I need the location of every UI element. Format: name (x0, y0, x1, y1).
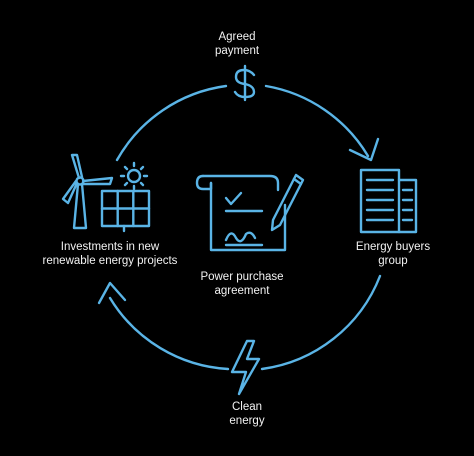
office-building-icon (359, 168, 418, 234)
ppa-label: Power purchase agreement (200, 271, 284, 297)
solar-panel-icon (100, 189, 151, 233)
sun-icon (119, 161, 149, 191)
arrowhead-right (348, 137, 380, 162)
clean-energy-label: Clean energy (229, 401, 265, 427)
signed-contract-icon (195, 173, 305, 252)
arc-left-to-payment (115, 84, 228, 162)
arrowhead-left (97, 281, 127, 305)
wind-turbine-icon (61, 153, 114, 230)
payment-label: Agreed payment (214, 31, 260, 57)
investments-label: Investments in new renewable energy proj… (42, 241, 178, 267)
lightning-bolt-icon (230, 339, 261, 396)
dollar-icon (233, 64, 256, 102)
arc-buyers-to-clean (260, 274, 382, 371)
buyers-label: Energy buyers group (355, 241, 431, 267)
arc-payment-to-buyers (264, 84, 370, 158)
arc-clean-to-left (108, 296, 230, 371)
